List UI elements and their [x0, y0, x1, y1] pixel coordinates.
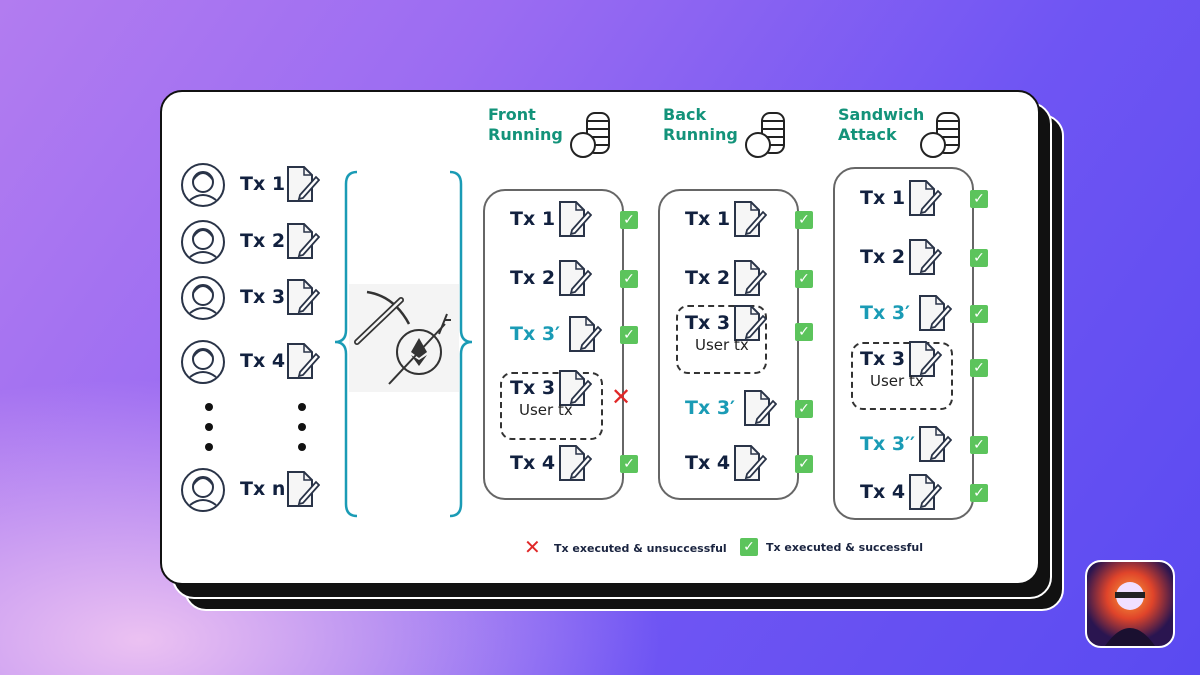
success-legend-icon: ✓: [740, 538, 758, 556]
ellipsis-dot: [205, 443, 213, 451]
success-check-icon: ✓: [620, 326, 638, 344]
diagram-card: ✕ Tx executed & unsuccessful ✓ Tx execut…: [160, 90, 1040, 585]
ellipsis-dot: [205, 403, 213, 411]
tx-label: Tx 2: [860, 246, 906, 268]
tx-label: Tx 3: [860, 348, 906, 370]
success-check-icon: ✓: [795, 400, 813, 418]
heading-line-1: Front: [488, 105, 536, 124]
document-edit-icon: [558, 369, 593, 411]
success-check-icon: ✓: [795, 323, 813, 341]
document-edit-icon: [568, 315, 603, 357]
document-edit-icon: [733, 304, 768, 346]
success-check-icon: ✓: [970, 249, 988, 267]
attacker-tx-label: Tx 3′: [685, 397, 736, 419]
user-tx-label: Tx 2: [240, 230, 286, 252]
fail-cross-icon: ✕: [611, 383, 632, 411]
document-edit-icon: [286, 222, 321, 264]
document-edit-icon: [733, 259, 768, 301]
document-edit-icon: [558, 444, 593, 486]
success-check-icon: ✓: [795, 455, 813, 473]
tx-label: Tx 4: [685, 452, 731, 474]
ellipsis-dot: [298, 403, 306, 411]
attacker-tx-label: Tx 3′: [510, 323, 561, 345]
heading-line-2: Running: [488, 125, 563, 144]
male-user-icon: [180, 275, 226, 325]
user-tx-label: Tx n: [240, 478, 286, 500]
legend-success-label: Tx executed & successful: [766, 541, 924, 554]
user-tx-label: Tx 1: [240, 173, 286, 195]
ellipsis-dot: [298, 443, 306, 451]
tx-label: Tx 1: [685, 208, 731, 230]
document-edit-icon: [286, 278, 321, 320]
document-edit-icon: [908, 238, 943, 280]
user-tx-dashed-box: [500, 372, 603, 440]
document-edit-icon: [743, 389, 778, 431]
document-edit-icon: [908, 340, 943, 382]
heading-line-1: Sandwich: [838, 105, 925, 124]
document-edit-icon: [286, 470, 321, 512]
tx-label: Tx 1: [860, 187, 906, 209]
heading-line-2: Running: [663, 125, 738, 144]
heading-line-2: Attack: [838, 125, 897, 144]
user-tx-dashed-box: [851, 342, 953, 410]
document-edit-icon: [908, 179, 943, 221]
document-edit-icon: [286, 165, 321, 207]
transaction-block-box: [483, 189, 624, 500]
success-check-icon: ✓: [620, 211, 638, 229]
tx-label: Tx 4: [510, 452, 556, 474]
document-edit-icon: [558, 200, 593, 242]
tx-label: Tx 3: [510, 377, 556, 399]
author-avatar: [1085, 560, 1175, 648]
user-tx-caption: User tx: [519, 401, 573, 419]
success-check-icon: ✓: [795, 211, 813, 229]
female-user-icon: [180, 339, 226, 389]
user-tx-label: Tx 3: [240, 286, 286, 308]
tx-label: Tx 4: [860, 481, 906, 503]
heading-line-1: Back: [663, 105, 707, 124]
tx-label: Tx 2: [685, 267, 731, 289]
success-check-icon: ✓: [620, 270, 638, 288]
success-check-icon: ✓: [620, 455, 638, 473]
transaction-block-box: [833, 167, 974, 520]
document-edit-icon: [733, 200, 768, 242]
success-check-icon: ✓: [970, 359, 988, 377]
user-tx-caption: User tx: [870, 372, 924, 390]
success-check-icon: ✓: [970, 305, 988, 323]
document-edit-icon: [733, 444, 768, 486]
attacker-tx-label: Tx 3′′: [860, 433, 916, 455]
document-edit-icon: [558, 259, 593, 301]
user-tx-caption: User tx: [695, 336, 749, 354]
document-edit-icon: [918, 425, 953, 467]
transaction-block-box: [658, 189, 799, 500]
fail-legend-icon: ✕: [524, 535, 541, 559]
success-check-icon: ✓: [970, 190, 988, 208]
female-user-icon: [180, 162, 226, 212]
coins-database-icon: [569, 107, 615, 163]
coins-database-icon: [919, 107, 965, 163]
attacker-tx-label: Tx 3′: [860, 302, 911, 324]
male-user-icon: [180, 467, 226, 517]
male-user-icon: [180, 219, 226, 269]
success-check-icon: ✓: [970, 484, 988, 502]
document-edit-icon: [286, 342, 321, 384]
mempool-braces: [334, 170, 473, 518]
ellipsis-dot: [298, 423, 306, 431]
legend-fail-label: Tx executed & unsuccessful: [554, 542, 727, 555]
tx-label: Tx 2: [510, 267, 556, 289]
success-check-icon: ✓: [970, 436, 988, 454]
success-check-icon: ✓: [795, 270, 813, 288]
tx-label: Tx 3: [685, 312, 731, 334]
user-tx-dashed-box: [676, 305, 767, 374]
ellipsis-dot: [205, 423, 213, 431]
miner-icon: [349, 284, 459, 392]
coins-database-icon: [744, 107, 790, 163]
user-tx-label: Tx 4: [240, 350, 286, 372]
document-edit-icon: [918, 294, 953, 336]
document-edit-icon: [908, 473, 943, 515]
tx-label: Tx 1: [510, 208, 556, 230]
